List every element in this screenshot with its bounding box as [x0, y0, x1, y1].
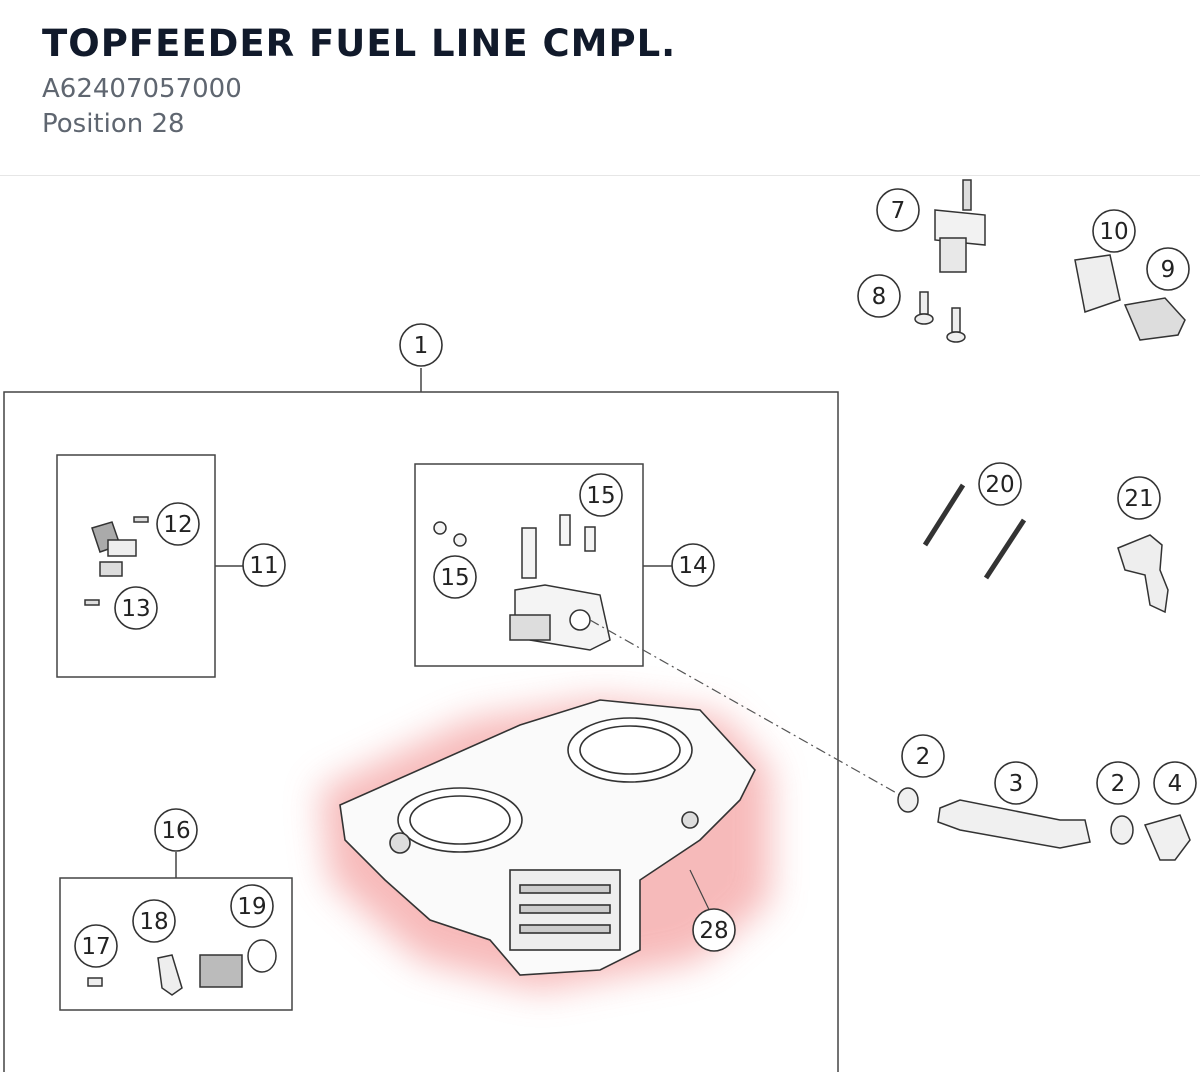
callout-17[interactable]: 17 [74, 924, 118, 968]
callout-circle [671, 543, 715, 587]
callout-circle [579, 473, 623, 517]
callout-label: 9 [1161, 257, 1176, 283]
part-8-screws [914, 291, 966, 343]
callout-label: 4 [1168, 771, 1183, 797]
callout-12[interactable]: 12 [156, 502, 200, 546]
callout-label: 19 [237, 894, 266, 920]
part-28-throttle-body [339, 699, 756, 976]
callout-19[interactable]: 19 [230, 884, 274, 928]
callout-label: 2 [1111, 771, 1126, 797]
callout-15[interactable]: 15 [579, 473, 623, 517]
part-2-3-4-hose [897, 787, 1191, 861]
callout-label: 18 [139, 909, 168, 935]
callout-circle [978, 462, 1022, 506]
callout-2[interactable]: 2 [901, 734, 945, 778]
callout-8[interactable]: 8 [857, 274, 901, 318]
callout-circle [399, 323, 443, 367]
callout-label: 2 [916, 744, 931, 770]
callout-label: 28 [699, 918, 728, 944]
part-title: TOPFEEDER FUEL LINE CMPL. [42, 22, 677, 65]
callout-label: 11 [249, 553, 278, 579]
callout-circle [156, 502, 200, 546]
callout-label: 7 [891, 198, 906, 224]
callout-label: 20 [985, 472, 1014, 498]
callout-circle [857, 274, 901, 318]
callout-circle [114, 586, 158, 630]
callout-label: 14 [678, 553, 707, 579]
callout-circle [1092, 209, 1136, 253]
callout-circle [994, 761, 1038, 805]
part-10-connector [1074, 254, 1121, 313]
part-20-rods [922, 483, 1027, 580]
callout-10[interactable]: 10 [1092, 209, 1136, 253]
part-header: TOPFEEDER FUEL LINE CMPL. A62407057000 P… [0, 0, 1200, 176]
callout-11[interactable]: 11 [242, 543, 286, 587]
callout-28[interactable]: 28 [692, 908, 736, 952]
callout-label: 13 [121, 596, 150, 622]
callout-circle [1096, 761, 1140, 805]
callout-21[interactable]: 21 [1117, 476, 1161, 520]
part-12-13-sensor [84, 516, 149, 606]
callout-20[interactable]: 20 [978, 462, 1022, 506]
callout-circle [901, 734, 945, 778]
callout-label: 10 [1099, 219, 1128, 245]
callout-15[interactable]: 15 [433, 555, 477, 599]
part-9-plug [1123, 297, 1186, 341]
callout-circle [692, 908, 736, 952]
callout-circle [154, 808, 198, 852]
callout-13[interactable]: 13 [114, 586, 158, 630]
callout-circle [132, 899, 176, 943]
callout-circle [242, 543, 286, 587]
callout-circle [74, 924, 118, 968]
callout-label: 12 [163, 512, 192, 538]
callout-3[interactable]: 3 [994, 761, 1038, 805]
callout-7[interactable]: 7 [876, 188, 920, 232]
callout-label: 8 [872, 284, 887, 310]
subassembly-box-11 [56, 454, 216, 678]
callout-2[interactable]: 2 [1096, 761, 1140, 805]
callout-circle [1117, 476, 1161, 520]
callout-label: 15 [586, 483, 615, 509]
callout-9[interactable]: 9 [1146, 247, 1190, 291]
callout-16[interactable]: 16 [154, 808, 198, 852]
callout-4[interactable]: 4 [1153, 761, 1197, 805]
callout-circle [1153, 761, 1197, 805]
part-21-bracket [1117, 534, 1169, 614]
callout-label: 15 [440, 565, 469, 591]
part-position: Position 28 [42, 109, 185, 139]
part-7-sensor [934, 179, 986, 273]
subassembly-box-14 [414, 463, 644, 667]
callout-circle [876, 188, 920, 232]
callout-circle [230, 884, 274, 928]
callout-label: 1 [414, 333, 429, 359]
callout-label: 17 [81, 934, 110, 960]
callout-circle [433, 555, 477, 599]
part-17-18-19 [87, 939, 277, 996]
part-14-topfeeder [433, 514, 611, 651]
callout-1[interactable]: 1 [399, 323, 443, 367]
part-number: A62407057000 [42, 74, 242, 104]
callout-label: 3 [1009, 771, 1024, 797]
callout-circle [1146, 247, 1190, 291]
callout-label: 16 [161, 818, 190, 844]
callout-14[interactable]: 14 [671, 543, 715, 587]
callout-18[interactable]: 18 [132, 899, 176, 943]
callout-label: 21 [1124, 486, 1153, 512]
